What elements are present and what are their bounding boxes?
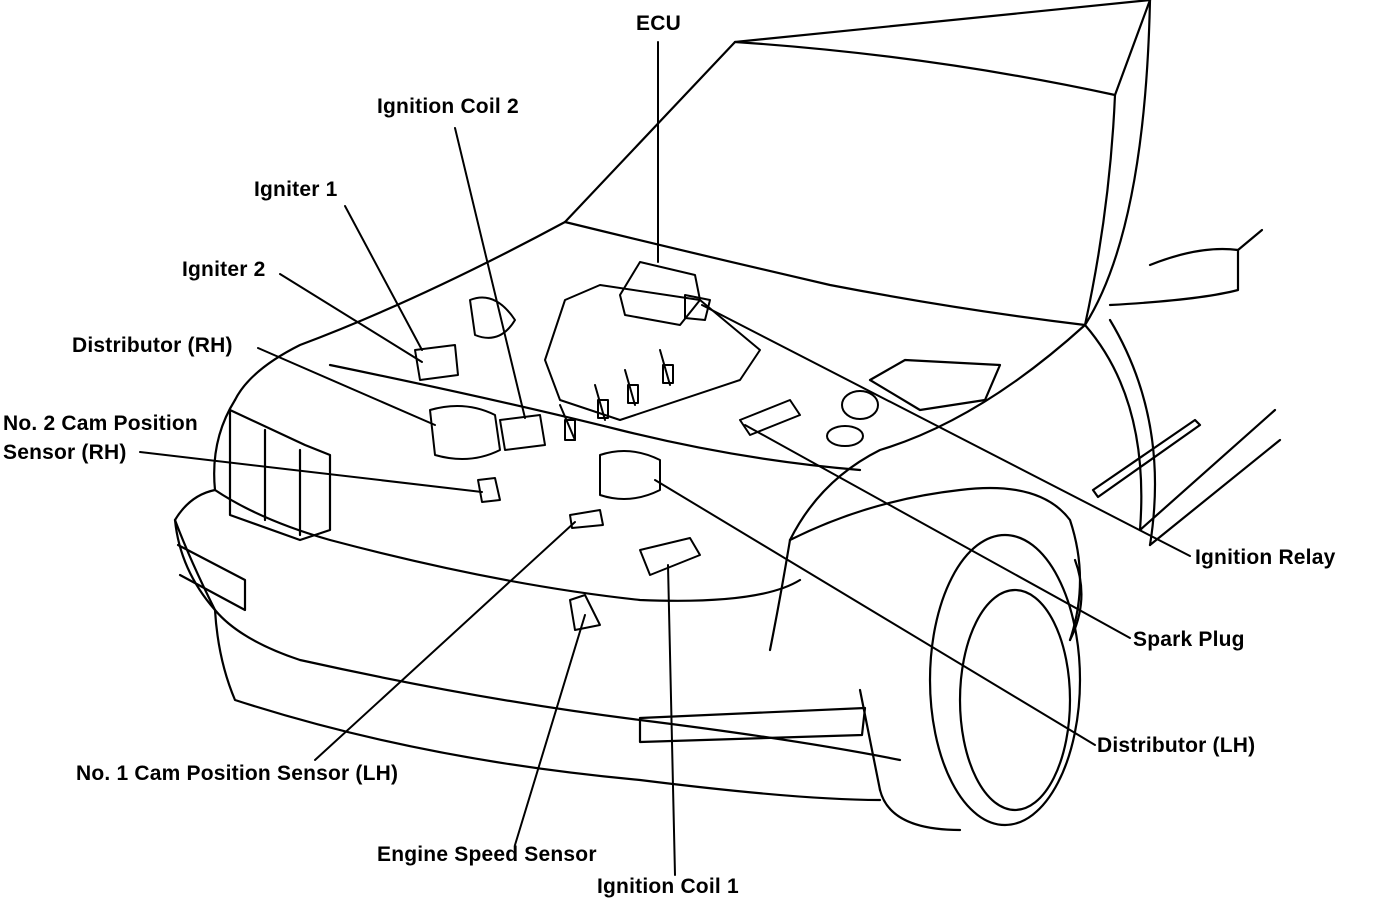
- label-no1-cam: No. 1 Cam Position Sensor (LH): [76, 762, 399, 785]
- label-distributor-rh: Distributor (RH): [72, 334, 233, 357]
- leader-ignition-relay: [701, 304, 1191, 557]
- leader-ignition-coil-2: [454, 127, 526, 419]
- leader-distributor-lh: [654, 479, 1096, 746]
- leader-igniter-2: [279, 273, 423, 363]
- label-engine-speed-sensor: Engine Speed Sensor: [377, 843, 597, 866]
- label-ignition-coil-1: Ignition Coil 1: [597, 875, 739, 898]
- leader-igniter-1: [344, 205, 423, 351]
- leader-engine-speed: [514, 614, 586, 846]
- leader-no1-cam: [314, 521, 576, 761]
- wheel: [788, 486, 1083, 832]
- label-no2-cam-line1: No. 2 Cam Position: [3, 412, 198, 435]
- hood: [233, 220, 1087, 542]
- label-ignition-coil-2: Ignition Coil 2: [377, 95, 519, 118]
- label-ecu: ECU: [636, 12, 681, 35]
- car-body-side: [1083, 0, 1282, 547]
- label-igniter-1: Igniter 1: [254, 178, 338, 201]
- label-igniter-2: Igniter 2: [182, 258, 266, 281]
- front-fascia: [173, 398, 902, 802]
- leader-distributor-rh: [257, 347, 436, 426]
- leader-lines: [139, 41, 1191, 876]
- leader-ignition-coil-1: [667, 564, 676, 876]
- leader-no2-cam: [139, 451, 483, 493]
- label-spark-plug: Spark Plug: [1133, 628, 1245, 651]
- leader-spark-plug: [744, 424, 1131, 639]
- label-no2-cam-line2: Sensor (RH): [3, 441, 127, 464]
- engine-components: [414, 261, 879, 631]
- windshield: [563, 0, 1152, 327]
- label-distributor-lh: Distributor (LH): [1097, 734, 1256, 757]
- label-ignition-relay: Ignition Relay: [1195, 546, 1336, 569]
